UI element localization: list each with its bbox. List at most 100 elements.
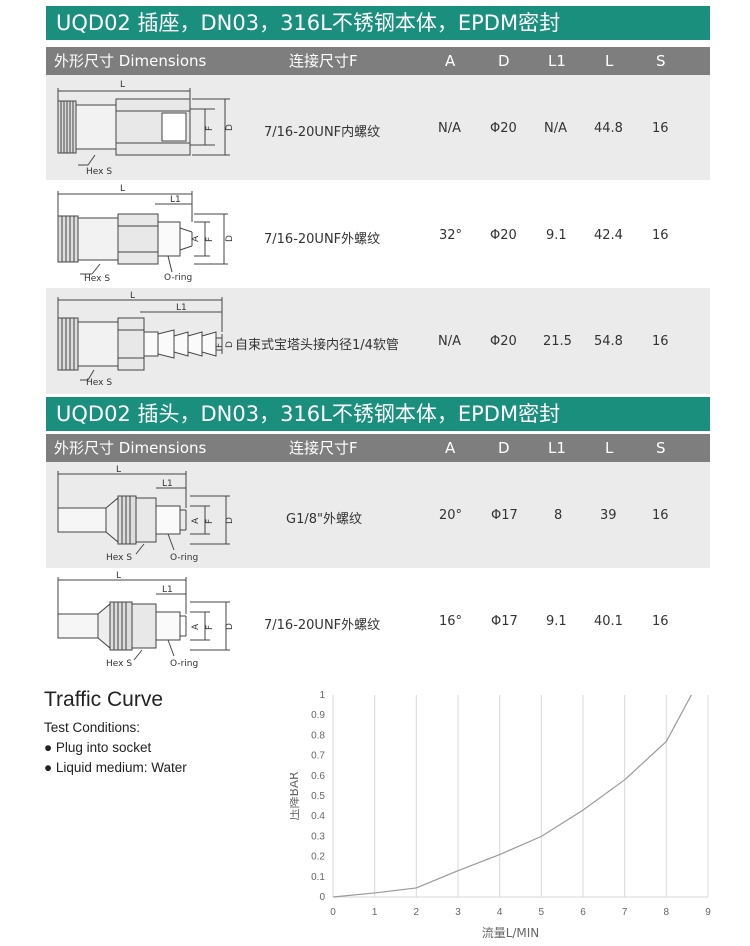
x-axis-label: 流量L/MIN xyxy=(482,926,540,940)
header-d: D xyxy=(498,52,510,70)
x-tick-label: 1 xyxy=(372,907,378,918)
cell-s: 16 xyxy=(652,334,669,349)
table-row: L L1 A F D Hex S O-ring 7/16-20UNF外螺纹 32… xyxy=(46,180,710,288)
cell-l: 42.4 xyxy=(594,228,623,243)
y-tick-label: 0.7 xyxy=(311,751,325,762)
cell-d: Φ20 xyxy=(490,228,517,243)
cell-l1: 9.1 xyxy=(546,228,567,243)
dim-label-hex: Hex S xyxy=(86,167,112,177)
y-tick-label: 0.3 xyxy=(311,831,325,842)
dim-label-hex: Hex S xyxy=(86,378,112,388)
dim-label-hex: Hex S xyxy=(84,274,110,284)
table-row: L F D Hex S 7/16-20UNF内螺纹 N/A Φ20 N/A 44… xyxy=(46,75,710,180)
cell-l: 40.1 xyxy=(594,614,623,629)
cell-s: 16 xyxy=(652,614,669,629)
dim-label-hex: Hex S xyxy=(106,553,132,563)
cell-f: 7/16-20UNF外螺纹 xyxy=(264,618,381,633)
dim-label-f: F xyxy=(215,343,225,348)
dim-label-l1: L1 xyxy=(162,479,173,489)
x-tick-label: 4 xyxy=(497,907,503,918)
cell-a: 32° xyxy=(439,228,463,243)
dim-label-f: F xyxy=(205,237,215,242)
dim-label-a: A xyxy=(191,623,201,630)
dim-label-d: D xyxy=(225,517,235,524)
test-conditions-label: Test Conditions: xyxy=(44,720,141,735)
cell-l: 44.8 xyxy=(594,121,623,136)
section-title-socket: UQD02 插座，DN03，316L不锈钢本体，EPDM密封 xyxy=(46,6,710,40)
cell-s: 16 xyxy=(652,121,669,136)
cell-a: 20° xyxy=(439,508,463,523)
dim-label-l: L xyxy=(120,80,125,90)
cell-l: 54.8 xyxy=(594,334,623,349)
x-tick-label: 8 xyxy=(664,907,670,918)
series-line xyxy=(332,694,692,898)
cell-s: 16 xyxy=(652,228,669,243)
plug-unf-drawing: L L1 A F D Hex S O-ring xyxy=(57,571,235,669)
header-l: L xyxy=(605,439,614,457)
header-f: 连接尺寸F xyxy=(289,52,358,70)
dim-label-l1: L1 xyxy=(170,195,181,205)
cell-d: Φ17 xyxy=(491,614,518,629)
dim-label-f: F xyxy=(205,519,215,524)
traffic-curve-title: Traffic Curve xyxy=(44,688,164,711)
x-tick-label: 6 xyxy=(580,907,586,918)
header-a: A xyxy=(445,439,456,457)
y-tick-label: 0.1 xyxy=(311,872,325,883)
bullet-text: Plug into socket xyxy=(55,740,152,755)
dim-label-oring: O-ring xyxy=(170,659,198,669)
cell-f: 自束式宝塔头接内径1/4软管 xyxy=(235,338,399,353)
y-tick-label: 1 xyxy=(319,690,325,701)
bullet-item: ● Liquid medium: Water xyxy=(44,760,187,775)
header-l1: L1 xyxy=(548,439,566,457)
dim-label-l: L xyxy=(130,291,135,301)
dim-label-f: F xyxy=(205,625,215,630)
header-dimensions: 外形尺寸 Dimensions xyxy=(54,439,207,457)
dim-label-d: D xyxy=(225,341,235,348)
header-d: D xyxy=(498,439,510,457)
y-tick-label: 0.6 xyxy=(311,771,325,782)
header-l1: L1 xyxy=(548,52,566,70)
y-tick-label: 0.9 xyxy=(311,710,325,721)
bullet-item: ● Plug into socket xyxy=(44,740,152,755)
cell-s: 16 xyxy=(652,508,669,523)
y-tick-label: 0.8 xyxy=(311,730,325,741)
cell-l1: 8 xyxy=(554,508,563,523)
header-s: S xyxy=(656,52,666,70)
cell-l1: 9.1 xyxy=(546,614,567,629)
table-row: L L1 A F D Hex S O-ring 7/16-20UNF外螺纹 16… xyxy=(46,568,710,676)
y-axis-label: 压降BAR xyxy=(290,772,301,821)
bullet-text: Liquid medium: Water xyxy=(55,760,187,775)
x-tick-label: 3 xyxy=(455,907,461,918)
section-title-plug: UQD02 插头，DN03，316L不锈钢本体，EPDM密封 xyxy=(46,397,710,431)
socket-female-drawing: L F D Hex S xyxy=(57,80,235,177)
cell-f: G1/8"外螺纹 xyxy=(286,512,362,527)
dim-label-l: L xyxy=(120,184,125,194)
y-tick-label: 0.4 xyxy=(311,811,325,822)
cell-d: Φ20 xyxy=(490,334,517,349)
dim-label-f: F xyxy=(205,126,215,131)
x-tick-label: 9 xyxy=(705,907,711,918)
dim-label-l1: L1 xyxy=(176,303,187,313)
dim-label-a: A xyxy=(191,235,201,242)
dim-label-l: L xyxy=(116,465,121,475)
y-tick-label: 0 xyxy=(319,892,325,903)
y-tick-label: 0.2 xyxy=(311,852,325,863)
cell-a: N/A xyxy=(438,334,461,349)
dim-label-d: D xyxy=(225,623,235,630)
cell-l1: 21.5 xyxy=(543,334,572,349)
cell-f: 7/16-20UNF内螺纹 xyxy=(264,125,381,140)
table-header-plug: 外形尺寸 Dimensions 连接尺寸F A D L1 L S xyxy=(46,434,710,462)
header-l: L xyxy=(605,52,614,70)
dim-label-a: A xyxy=(191,517,201,524)
cell-d: Φ20 xyxy=(490,121,517,136)
cell-a: 16° xyxy=(439,614,463,629)
table-row: L L1 A F D Hex S O-ring G1/8"外螺纹 20° Φ17… xyxy=(46,462,710,568)
dim-label-d: D xyxy=(225,124,235,131)
table-header-socket: 外形尺寸 Dimensions 连接尺寸F A D L1 L S xyxy=(46,47,710,75)
dim-label-d: D xyxy=(225,235,235,242)
dim-label-oring: O-ring xyxy=(170,553,198,563)
header-s: S xyxy=(656,439,666,457)
plug-g18-drawing: L L1 A F D Hex S O-ring xyxy=(57,465,235,563)
cell-d: Φ17 xyxy=(491,508,518,523)
